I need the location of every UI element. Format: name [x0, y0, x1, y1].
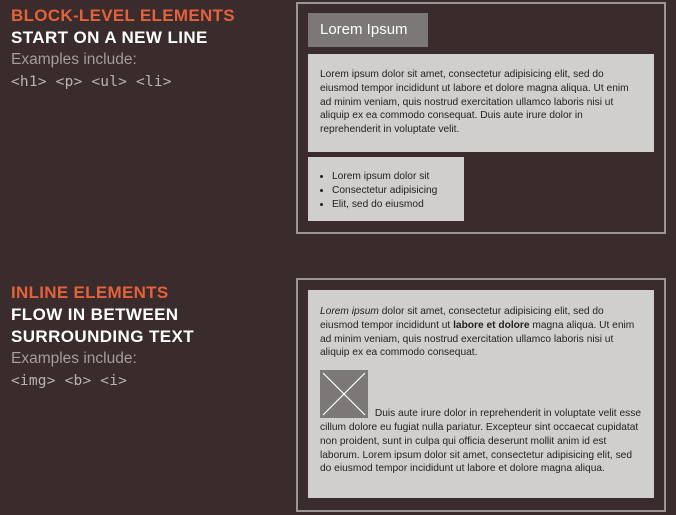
inline-headline-line2: SURROUNDING TEXT [11, 327, 195, 346]
block-level-headline: START ON A NEW LINE [11, 28, 208, 47]
list-item: Elit, sed do eiusmod [332, 198, 454, 212]
block-list: Lorem ipsum dolor sit Consectetur adipis… [318, 170, 454, 212]
italic-text: Lorem ipsum [320, 306, 379, 317]
block-heading-box: Lorem Ipsum [308, 13, 428, 47]
inline-examples-label: Examples include: [11, 350, 137, 367]
inline-paragraph-1: Lorem ipsum dolor sit amet, consectetur … [320, 305, 642, 360]
block-level-frame [296, 2, 666, 234]
paragraph-text: dolor sit amet, consectetur adipisicing … [320, 306, 604, 331]
paragraph-text: Duis aute irure dolor in reprehenderit i… [320, 408, 641, 475]
inline-headline-line1: FLOW IN BETWEEN [11, 305, 179, 324]
block-paragraph-box: Lorem ipsum dolor sit amet, consectetur … [308, 54, 654, 152]
block-level-kicker: BLOCK-LEVEL ELEMENTS [11, 6, 235, 25]
block-examples-label: Examples include: [11, 51, 137, 68]
block-examples-tags: <h1> <p> <ul> <li> [11, 74, 172, 90]
bold-text: labore et dolore [453, 319, 530, 331]
inline-examples-tags: <img> <b> <i> [11, 373, 128, 389]
inline-kicker: INLINE ELEMENTS [11, 283, 169, 302]
list-item: Lorem ipsum dolor sit [332, 170, 454, 184]
paragraph-text: magna aliqua. Ut enim ad minim veniam, q… [320, 319, 635, 359]
block-level-caption: BLOCK-LEVEL ELEMENTS START ON A NEW LINE… [11, 5, 235, 93]
inline-paragraph-2: Duis aute irure dolor in reprehenderit i… [320, 368, 642, 476]
inline-frame [296, 278, 666, 512]
inline-caption: INLINE ELEMENTS FLOW IN BETWEEN SURROUND… [11, 282, 194, 392]
block-list-box: Lorem ipsum dolor sit Consectetur adipis… [308, 157, 464, 221]
list-item: Consectetur adipisicing [332, 184, 454, 198]
inline-content-box: Lorem ipsum dolor sit amet, consectetur … [308, 290, 654, 498]
image-placeholder-icon [320, 370, 368, 419]
